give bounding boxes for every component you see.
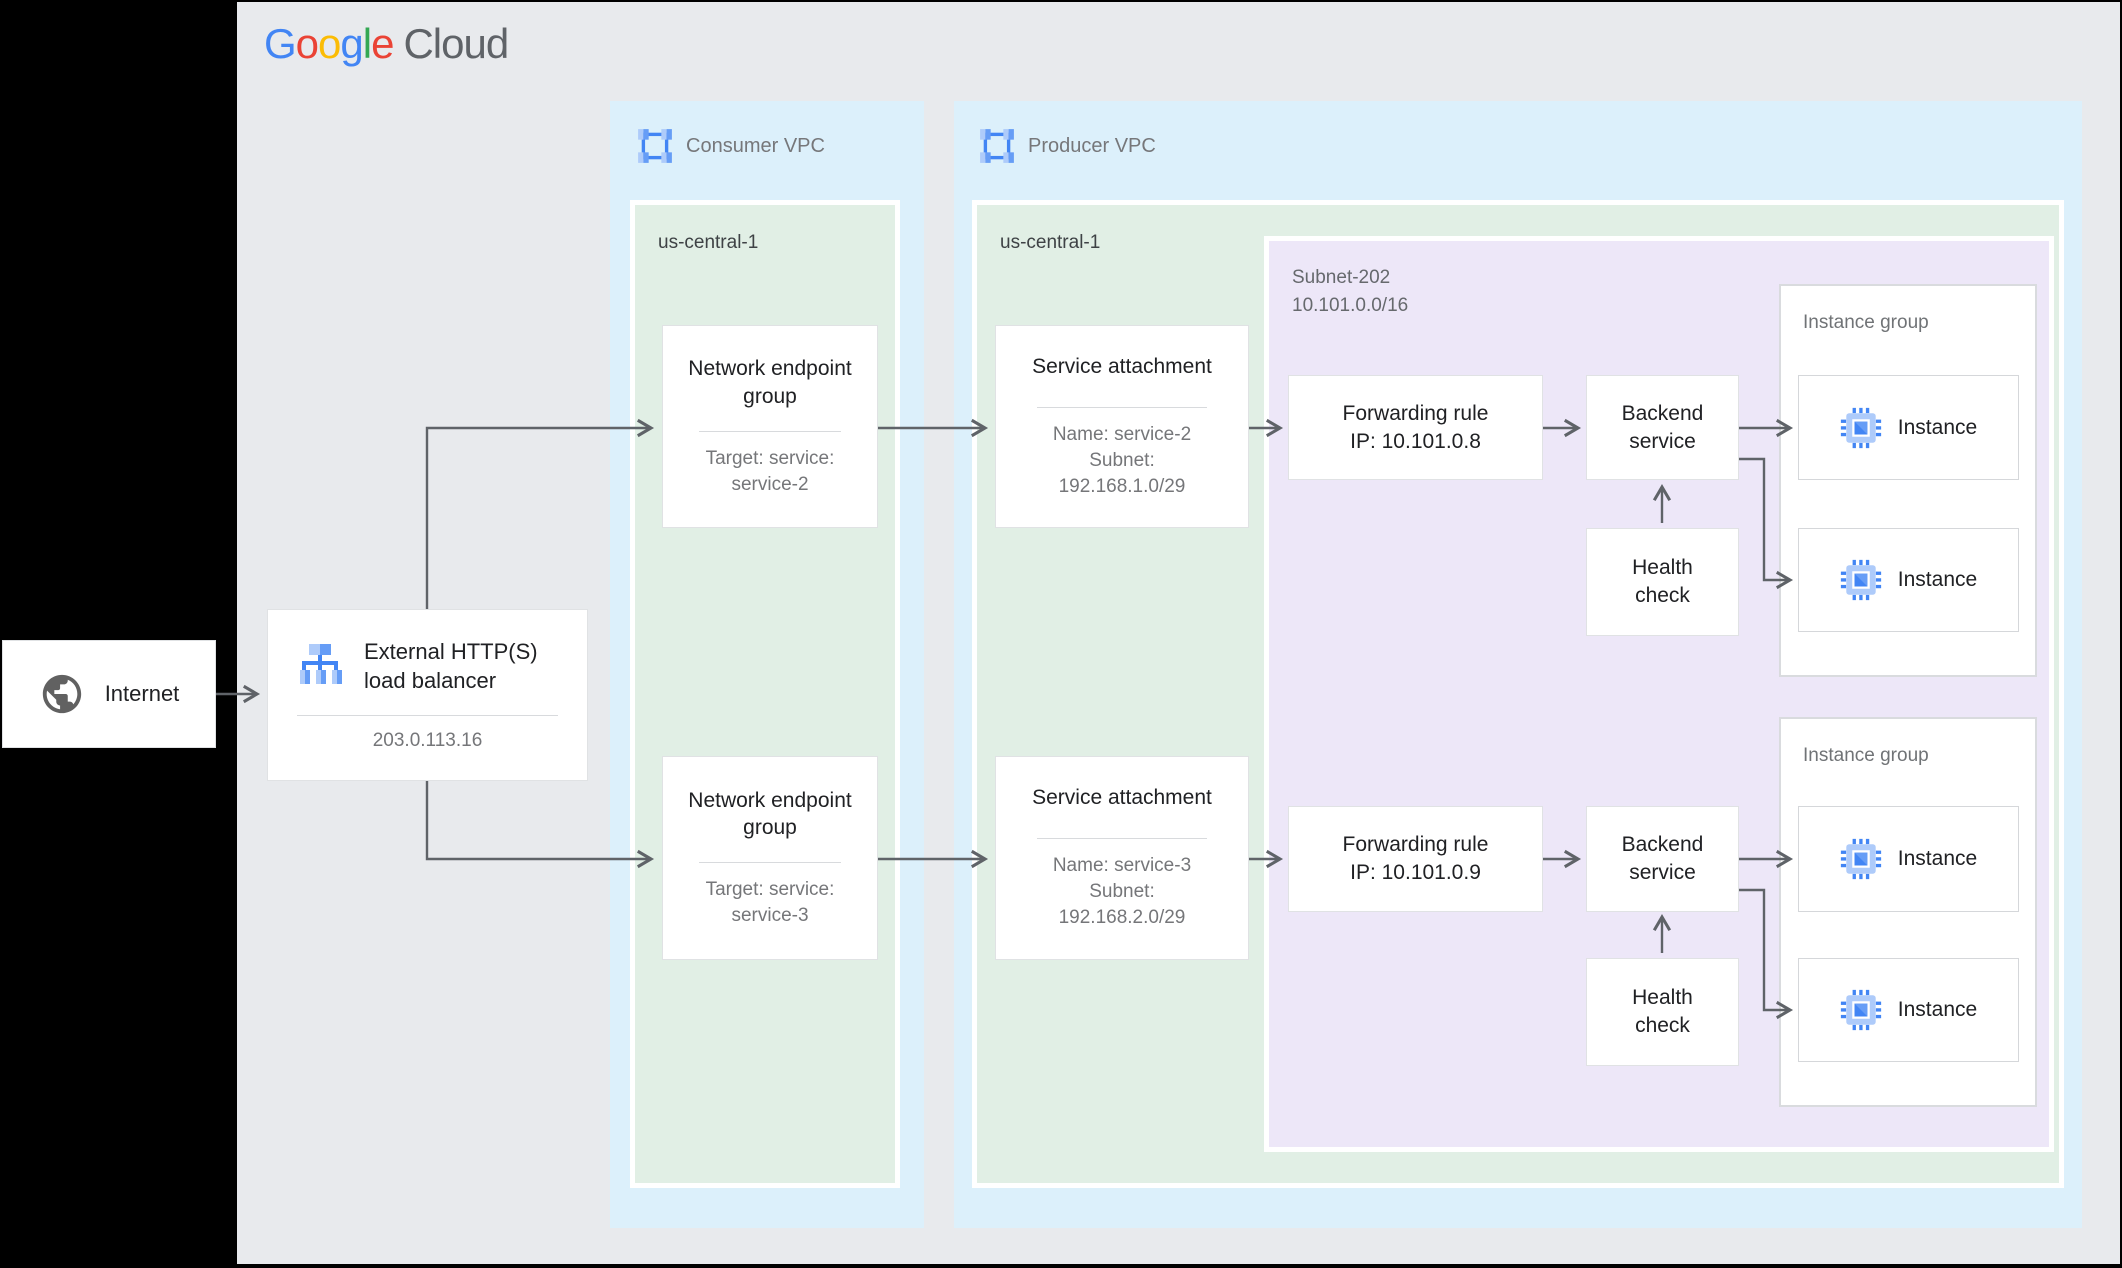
backend-service-node: Backend service (1586, 375, 1739, 480)
neg-title: Network endpoint group (688, 788, 852, 840)
forwarding-rule-text: Forwarding rule IP: 10.101.0.8 (1342, 401, 1489, 453)
neg-target: Target: service: service-2 (705, 447, 835, 495)
instance-label: Instance (1897, 847, 1978, 871)
network-endpoint-group-node: Network endpoint group Target: service: … (662, 756, 878, 960)
instance-group-label: Instance group (1803, 312, 1929, 333)
consumer-vpc-header: Consumer VPC (636, 127, 825, 165)
load-balancer-header: External HTTP(S) load balancer (268, 638, 587, 695)
forwarding-rule-text: Forwarding rule IP: 10.101.0.9 (1342, 833, 1489, 884)
logo-letter: o (318, 20, 341, 67)
divider (1036, 838, 1208, 840)
internet-label: Internet (104, 681, 180, 706)
load-balancer-icon (300, 643, 342, 684)
forwarding-rule-node: Forwarding rule IP: 10.101.0.8 (1288, 375, 1543, 480)
backend-service-node: Backend service (1586, 806, 1739, 912)
service-attachment-title: Service attachment (1032, 354, 1212, 378)
health-check-text: Health check (1632, 556, 1693, 607)
compute-instance-chip-icon (1840, 989, 1881, 1031)
consumer-region-label: us-central-1 (658, 232, 759, 253)
service-attachment-detail: Name: service-3 Subnet: 192.168.2.0/29 (1052, 855, 1192, 929)
logo-letter: g (340, 20, 363, 67)
instance-label: Instance (1897, 415, 1978, 439)
network-endpoint-group-node: Network endpoint group Target: service: … (662, 325, 878, 528)
logo-letter: l (362, 20, 372, 67)
instance-label: Instance (1897, 568, 1978, 592)
divider (699, 862, 841, 863)
compute-instance-chip-icon (1840, 559, 1881, 601)
vpc-network-icon (980, 129, 1014, 163)
consumer-vpc-label: Consumer VPC (686, 134, 825, 157)
instance-node: Instance (1798, 375, 2019, 480)
logo-letter: o (295, 20, 319, 67)
instance-node: Instance (1798, 958, 2019, 1062)
divider (296, 715, 559, 717)
producer-region-label: us-central-1 (1000, 232, 1101, 253)
neg-target: Target: service: service-3 (705, 879, 835, 927)
vpc-network-icon (638, 129, 672, 163)
compute-instance-chip-icon (1840, 838, 1881, 880)
health-check-node: Health check (1586, 528, 1739, 636)
neg-title: Network endpoint group (688, 357, 852, 408)
instance-node: Instance (1798, 528, 2019, 632)
logo-letter: e (371, 20, 394, 67)
subnet-label: Subnet-202 10.101.0.0/16 (1292, 267, 1409, 316)
instance-group-label: Instance group (1803, 745, 1929, 766)
service-attachment-node: Service attachment Name: service-2 Subne… (995, 325, 1249, 528)
divider (699, 430, 841, 432)
load-balancer-node: External HTTP(S) load balancer 203.0.113… (267, 609, 588, 781)
health-check-node: Health check (1586, 958, 1739, 1066)
instance-label: Instance (1897, 998, 1978, 1022)
load-balancer-title: External HTTP(S) load balancer (364, 638, 538, 693)
compute-instance-chip-icon (1840, 407, 1881, 448)
producer-vpc-header: Producer VPC (978, 127, 1156, 165)
backend-service-text: Backend service (1621, 833, 1704, 884)
load-balancer-ip: 203.0.113.16 (372, 730, 483, 752)
backend-service-text: Backend service (1621, 401, 1704, 453)
health-check-text: Health check (1632, 986, 1693, 1037)
logo-letter: G (264, 20, 297, 67)
divider (1036, 406, 1208, 408)
logo-cloud-text: Cloud (403, 20, 509, 67)
service-attachment-title: Service attachment (1032, 786, 1212, 810)
globe-icon (42, 674, 81, 714)
service-attachment-node: Service attachment Name: service-3 Subne… (995, 756, 1249, 960)
instance-node: Instance (1798, 806, 2019, 912)
service-attachment-detail: Name: service-2 Subnet: 192.168.1.0/29 (1052, 423, 1192, 497)
internet-node: Internet (2, 640, 216, 748)
forwarding-rule-node: Forwarding rule IP: 10.101.0.9 (1288, 806, 1543, 912)
producer-vpc-label: Producer VPC (1028, 134, 1156, 157)
